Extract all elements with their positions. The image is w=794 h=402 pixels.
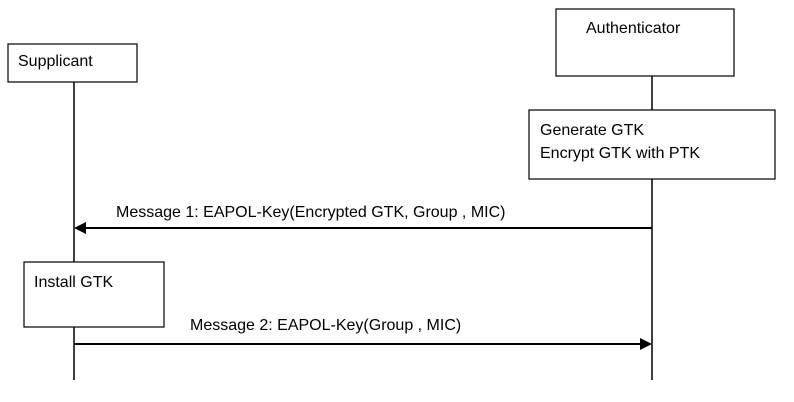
authenticator-box — [555, 8, 735, 77]
authenticator-actor: Authenticator — [555, 8, 735, 77]
supplicant-label: Supplicant — [18, 53, 93, 70]
message-2: Message 2: EAPOL-Key(Group , MIC) — [74, 317, 652, 350]
authenticator-note-box — [528, 109, 776, 180]
message-2-label: Message 2: EAPOL-Key(Group , MIC) — [190, 317, 461, 334]
supplicant-actor: Supplicant — [7, 43, 138, 83]
message-1-label: Message 1: EAPOL-Key(Encrypted GTK, Grou… — [116, 204, 505, 221]
authenticator-label: Authenticator — [586, 20, 681, 37]
supplicant-box — [7, 43, 138, 83]
note-generate-gtk: Generate GTK — [540, 122, 644, 139]
message-1: Message 1: EAPOL-Key(Encrypted GTK, Grou… — [74, 204, 652, 234]
authenticator-note: Generate GTK Encrypt GTK with PTK — [528, 109, 776, 180]
note-encrypt-gtk: Encrypt GTK with PTK — [540, 145, 700, 162]
supplicant-note-box — [23, 261, 165, 328]
note-install-gtk: Install GTK — [34, 274, 113, 291]
supplicant-note: Install GTK — [23, 261, 165, 328]
